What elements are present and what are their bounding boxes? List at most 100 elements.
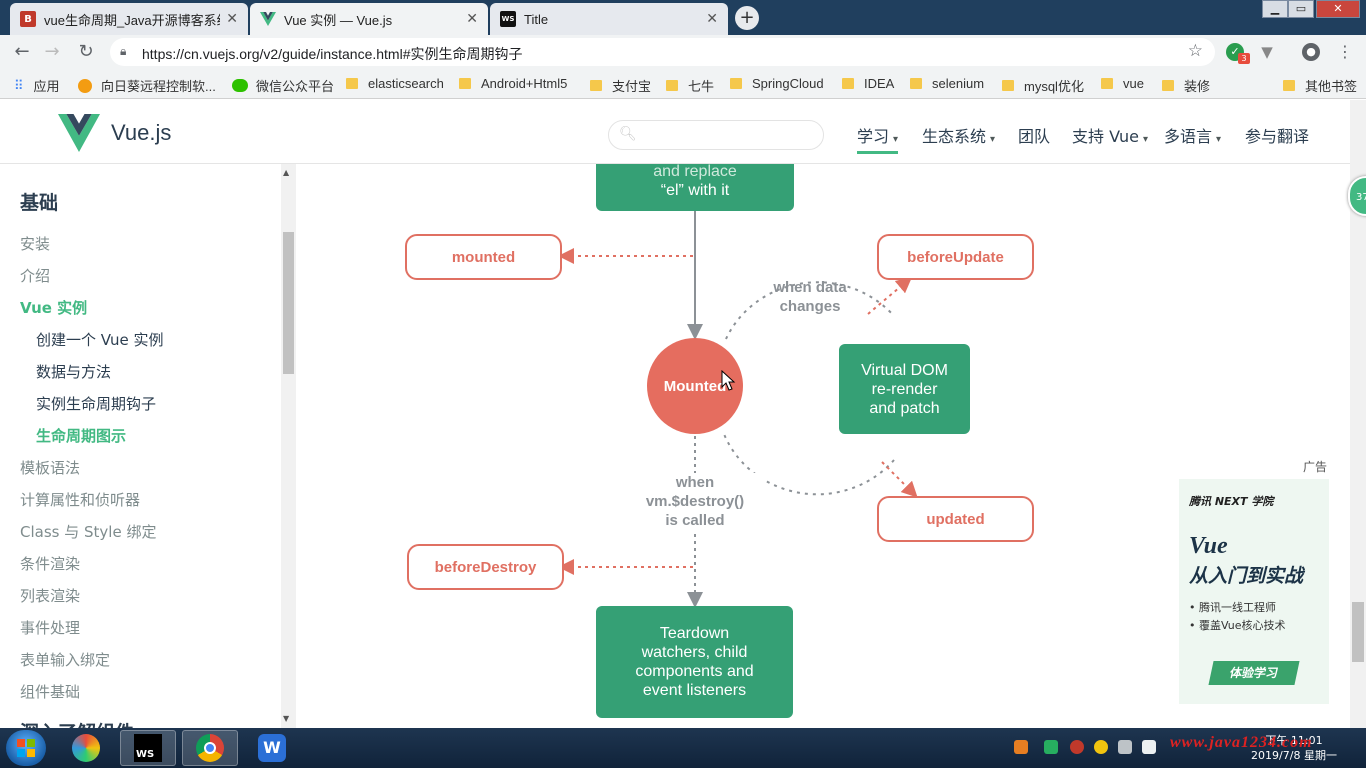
bookmark-folder[interactable]: IDEA [842,76,894,91]
tray-input-icon[interactable] [1014,740,1028,754]
taskbar-app-paint[interactable] [58,730,114,766]
start-button[interactable] [6,730,46,766]
vue-devtools-icon[interactable]: ▼ [1261,43,1273,61]
taskbar-app-chrome[interactable] [182,730,238,766]
hook-mounted: mounted [405,234,562,280]
url-text[interactable]: https://cn.vuejs.org/v2/guide/instance.h… [142,46,523,62]
sidebar-item-computed-watchers[interactable]: 计算属性和侦听器 [20,491,141,509]
menu-dots-icon[interactable]: ⋮ [1337,42,1353,61]
bookmark-folder[interactable]: 七牛 [666,76,714,95]
tab-close-icon[interactable]: ✕ [706,11,718,27]
tab-blog[interactable]: B vue生命周期_Java开源博客系统 ✕ [10,3,248,35]
tray-action-center-icon[interactable] [1142,740,1156,754]
sidebar-item-conditional[interactable]: 条件渲染 [20,555,81,573]
label-line: when [675,474,715,491]
sidebar-item-intro[interactable]: 介绍 [20,267,51,285]
bookmark-other[interactable]: 其他书签 [1283,76,1357,95]
taskbar-app-webstorm[interactable]: WS [120,730,176,766]
bookmark-folder[interactable]: elasticsearch [346,76,444,91]
nav-languages[interactable]: 多语言▾ [1164,123,1221,147]
ad-banner[interactable]: 腾讯 NEXT 学院 Vue 从入门到实战 • 腾讯一线工程师 • 覆盖Vue核… [1179,479,1329,704]
sidebar-item-install[interactable]: 安装 [20,235,51,253]
folder-icon [842,78,854,89]
sidebar-item-forms[interactable]: 表单输入绑定 [20,651,111,669]
minimize-button[interactable]: ▁ [1262,0,1288,18]
bookmark-folder[interactable]: 支付宝 [590,76,651,95]
ad-cta-button[interactable]: 体验学习 [1208,661,1300,685]
vue-logo-icon[interactable] [58,114,100,152]
folder-icon [1283,80,1295,91]
sidebar-item-events[interactable]: 事件处理 [20,619,81,637]
sidebar-subitem-create-instance[interactable]: 创建一个 Vue 实例 [36,331,164,349]
sidebar-subitem-lifecycle-diagram[interactable]: 生命周期图示 [36,427,127,445]
box-line: components and [635,663,754,680]
nav-ecosystem[interactable]: 生态系统▾ [922,123,995,147]
hook-before-destroy: beforeDestroy [407,544,564,590]
webstorm-app-icon: WS [134,734,162,762]
tab-vue-instance[interactable]: Vue 实例 — Vue.js ✕ [250,3,488,35]
bookmarks-bar: ⠿ 应用 向日葵远程控制软... 微信公众平台 elasticsearch An… [0,69,1366,99]
site-search-input[interactable]: 🔍︎ [608,120,824,150]
bookmark-folder[interactable]: mysql优化 [1002,76,1084,95]
sidebar-subitem-lifecycle-hooks[interactable]: 实例生命周期钩子 [36,395,157,413]
sidebar-item-template-syntax[interactable]: 模板语法 [20,459,81,477]
folder-icon [459,78,471,89]
page-scrollbar[interactable] [1350,100,1366,728]
sidebar-item-class-style[interactable]: Class 与 Style 绑定 [20,523,157,541]
nav-label: 学习 [857,127,890,146]
new-tab-button[interactable]: + [735,6,759,30]
reload-icon[interactable]: ↻ [78,41,94,62]
sidebar-scroll-thumb[interactable] [283,232,294,374]
ad-bullet: • 腾讯一线工程师 [1189,601,1276,614]
bookmark-wechat[interactable]: 微信公众平台 [232,76,334,95]
sidebar-item-components-basics[interactable]: 组件基础 [20,683,81,701]
bookmark-label: mysql优化 [1024,79,1084,94]
system-clock[interactable]: 下午 11:01 2019/7/8 星期一 [1244,733,1344,763]
tab-close-icon[interactable]: ✕ [226,11,238,27]
nav-support[interactable]: 支持 Vue▾ [1072,123,1148,147]
scroll-up-icon[interactable]: ▲ [283,168,290,177]
page-scroll-thumb[interactable] [1352,602,1364,662]
nav-team[interactable]: 团队 [1018,123,1050,147]
bookmark-folder[interactable]: selenium [910,76,984,91]
tab-title-page[interactable]: WS Title ✕ [490,3,728,35]
tray-network-icon[interactable] [1118,740,1132,754]
tab-close-icon[interactable]: ✕ [466,11,478,27]
taskbar-app-wps[interactable]: W [244,730,300,766]
folder-icon [1002,80,1014,91]
bookmark-label: IDEA [864,76,895,91]
account-icon[interactable]: ● [1302,43,1320,61]
tray-shield-icon[interactable] [1044,740,1058,754]
restore-button[interactable]: ▭ [1288,0,1314,18]
site-logo-text[interactable]: Vue.js [111,120,172,145]
box-line: watchers, child [641,644,748,661]
bookmark-sunflower[interactable]: 向日葵远程控制软... [78,76,216,95]
tab-title: vue生命周期_Java开源博客系统 [44,12,221,28]
bookmark-folder[interactable]: 装修 [1162,76,1210,95]
bookmark-folder[interactable]: vue [1101,76,1144,91]
bookmark-folder[interactable]: SpringCloud [730,76,824,91]
tray-app-icon[interactable] [1094,740,1108,754]
nav-translate[interactable]: 参与翻译 [1245,123,1309,147]
forward-icon[interactable]: → [44,41,60,62]
bookmark-label: selenium [932,76,985,91]
nav-learn[interactable]: 学习▾ [857,123,899,154]
scroll-down-icon[interactable]: ▼ [283,714,290,723]
sidebar-subitem-data-methods[interactable]: 数据与方法 [36,363,112,381]
site-watermark: www.java1234.com [1170,734,1313,751]
bookmark-folder[interactable]: Android+Html5 [459,76,567,91]
tray-security-icon[interactable] [1070,740,1084,754]
lock-icon[interactable]: 🔒︎ [120,44,127,58]
window-close-button[interactable]: ✕ [1316,0,1360,18]
destroy-label: when vm.$destroy() is called [626,473,764,530]
folder-icon [910,78,922,89]
data-change-label: when data changes [750,278,870,316]
sidebar-item-list[interactable]: 列表渲染 [20,587,81,605]
folder-icon [730,78,742,89]
bookmark-label: 七牛 [688,79,715,94]
sidebar-item-vue-instance[interactable]: Vue 实例 [20,299,88,317]
bookmark-star-icon[interactable]: ☆ [1187,41,1203,61]
bookmark-apps[interactable]: ⠿ 应用 [14,76,60,95]
address-bar[interactable]: 🔒︎ https://cn.vuejs.org/v2/guide/instanc… [110,38,1215,66]
back-icon[interactable]: ← [14,41,30,62]
